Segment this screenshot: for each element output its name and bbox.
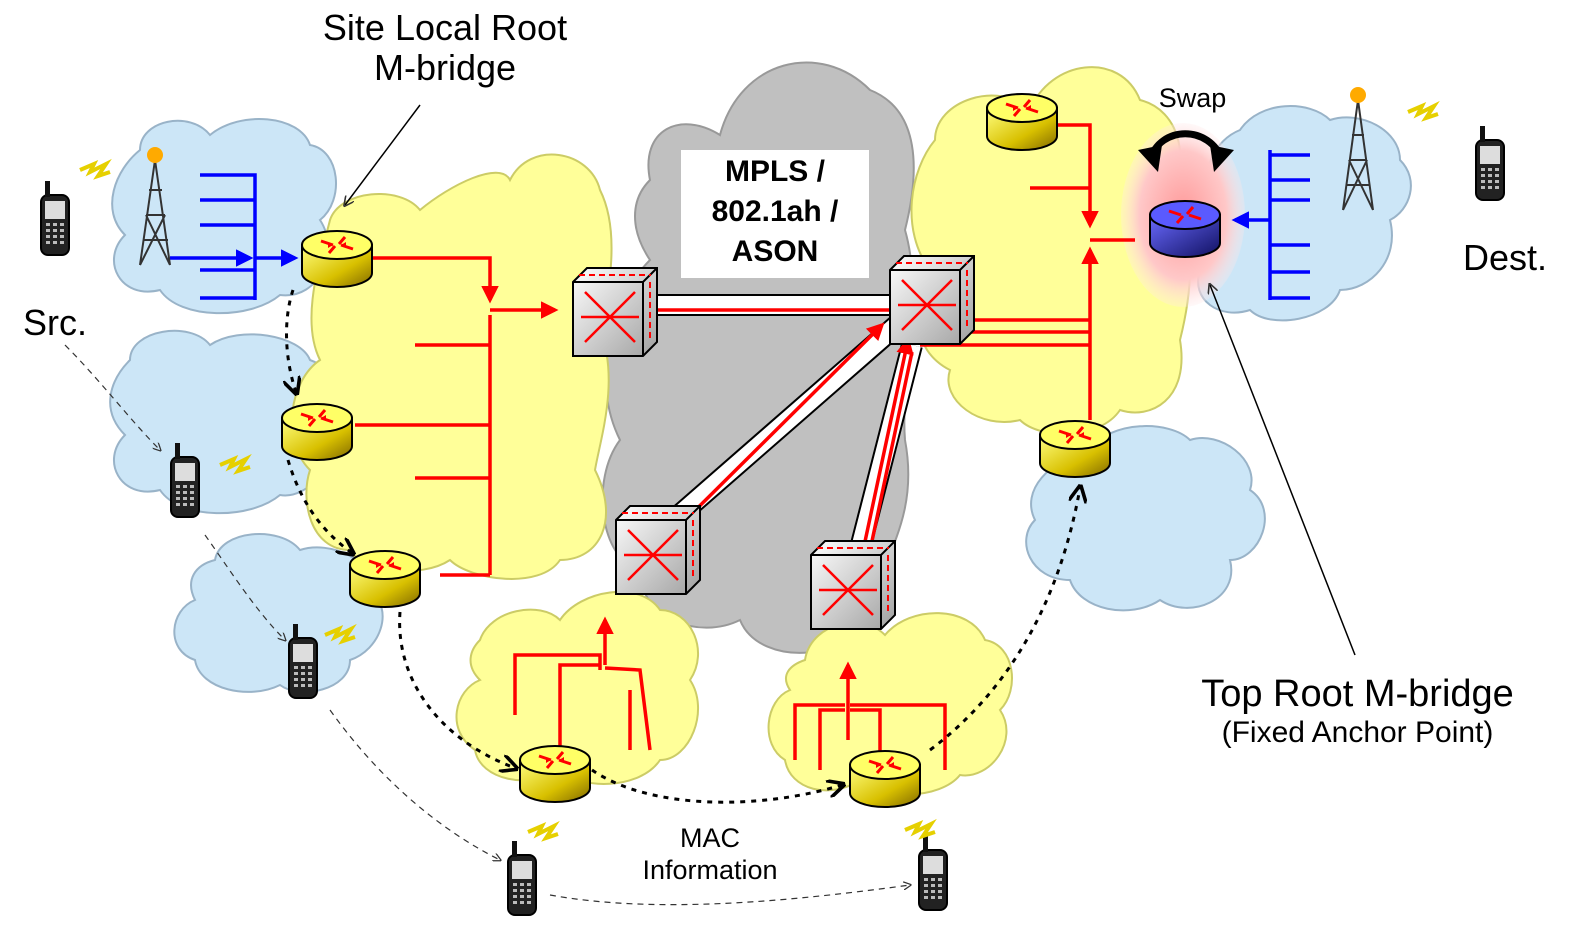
core-switch-bottom-left (614, 504, 702, 596)
site-local-root-label: Site Local Root M-bridge (300, 8, 590, 88)
mac-line2: Information (642, 855, 778, 885)
src-label: Src. (22, 302, 87, 343)
cell-phone-icon (1475, 125, 1505, 201)
router-icon (300, 229, 374, 289)
phone-movement (64, 344, 910, 906)
top-root-router-icon (1149, 200, 1221, 258)
mpls-label: MPLS / 802.1ah / ASON (681, 150, 869, 278)
mpls-line1: MPLS / (724, 155, 825, 188)
swap-arrowhead-left (1138, 145, 1162, 172)
site-local-root-pointer (345, 104, 421, 205)
mpls-line2: 802.1ah / (711, 195, 839, 228)
site-local-root-line2: M-bridge (373, 47, 517, 88)
router-icon (848, 749, 922, 809)
cell-phone-icon (918, 835, 948, 911)
dest-label: Dest. (1462, 237, 1548, 278)
swap-arrowhead-right (1210, 145, 1234, 172)
cell-phone-icon (40, 180, 70, 256)
mpls-line3: ASON (731, 235, 819, 268)
router-icon (1038, 419, 1112, 479)
top-root-line1: Top Root M-bridge (1201, 673, 1514, 715)
mac-line1: MAC (680, 823, 740, 853)
lightning-icon (903, 822, 937, 838)
router-icon (985, 92, 1059, 152)
router-icon (518, 744, 592, 804)
lightning-icon (1406, 104, 1440, 120)
mac-information-label: MAC Information (620, 822, 800, 886)
site-local-root-line1: Site Local Root (322, 7, 568, 48)
top-root-label: Top Root M-bridge (Fixed Anchor Point) (1150, 673, 1565, 751)
core-switch-bottom-right (809, 539, 897, 631)
radio-tower-icon (139, 147, 171, 266)
blue-paths (170, 150, 1310, 300)
mobility-paths (287, 289, 1080, 804)
lightning-icon (526, 824, 560, 840)
radio-tower-icon (1342, 87, 1374, 211)
router-icon (348, 549, 422, 609)
top-root-line2: (Fixed Anchor Point) (1221, 716, 1494, 749)
core-switch-right (888, 254, 976, 346)
swap-label: Swap (1158, 83, 1227, 113)
lightning-icon (78, 162, 112, 178)
cell-phone-icon (507, 840, 537, 916)
router-icon (280, 402, 354, 462)
core-switch-left (571, 266, 659, 358)
top-root-pointer (1210, 285, 1356, 656)
